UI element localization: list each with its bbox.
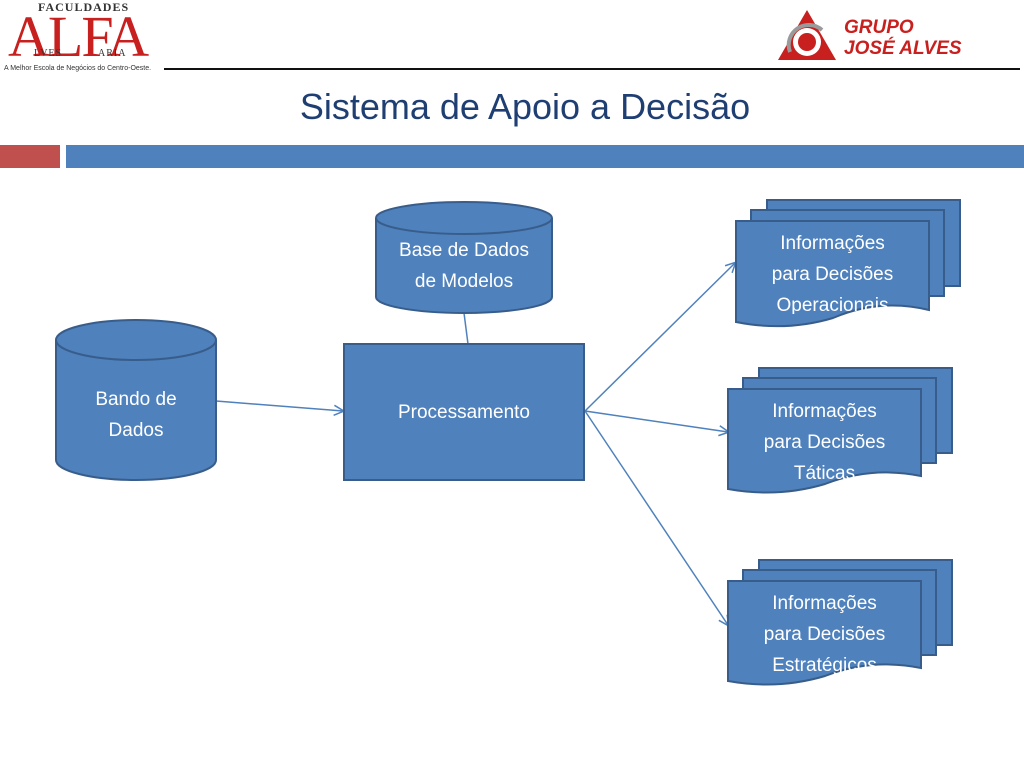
node-label-base-de-dados-modelos: Base de Dados de Modelos [399,240,529,292]
slide-title: Sistema de Apoio a Decisão [299,86,751,127]
jose-alves-text: JOSÉ ALVES [844,38,962,59]
multi-document-operacionais [735,199,961,328]
multi-document-taticas [727,367,953,494]
alfa-logo-sub-left: LVES [34,48,63,59]
alfa-logo-slogan: A Melhor Escola de Negócios do Centro-Oe… [4,65,152,72]
alfa-logo-wordmark: ALFA [8,4,149,69]
database-cylinder-modelos [375,201,553,314]
node-label-decisoes-estrategicos: Informações para Decisões Estratégicos [763,593,886,674]
grupo-text: GRUPO [844,17,914,38]
grupo-jose-alves-text: GRUPO JOSÉ ALVES [844,17,962,59]
node-label-bando-de-dados: Bando de Dados [95,389,177,441]
line-modelos-to-processamento [463,312,469,345]
grupo-jose-alves-emblem-icon [778,10,836,60]
arrow-to-taticas [584,410,728,432]
arrow-to-estrategicos [584,410,728,625]
node-label-decisoes-operacionais: Informações para Decisões Operacionais [771,233,894,314]
accent-band-red [0,145,60,168]
arrow-to-operacionais [584,263,735,412]
header-rule [164,68,1020,70]
process-box [343,343,585,481]
alfa-logo-top-text: FACULDADES [38,0,130,14]
node-label-processamento: Processamento [397,402,530,423]
database-cylinder-bando [55,319,217,481]
multi-document-estrategicos [727,559,953,686]
accent-band-blue [66,145,1024,168]
arrow-bando-to-processamento [215,400,343,411]
alfa-logo-sub-right: ARIA [98,48,127,59]
node-label-decisoes-taticas: Informações para Decisões Táticas [763,401,886,482]
